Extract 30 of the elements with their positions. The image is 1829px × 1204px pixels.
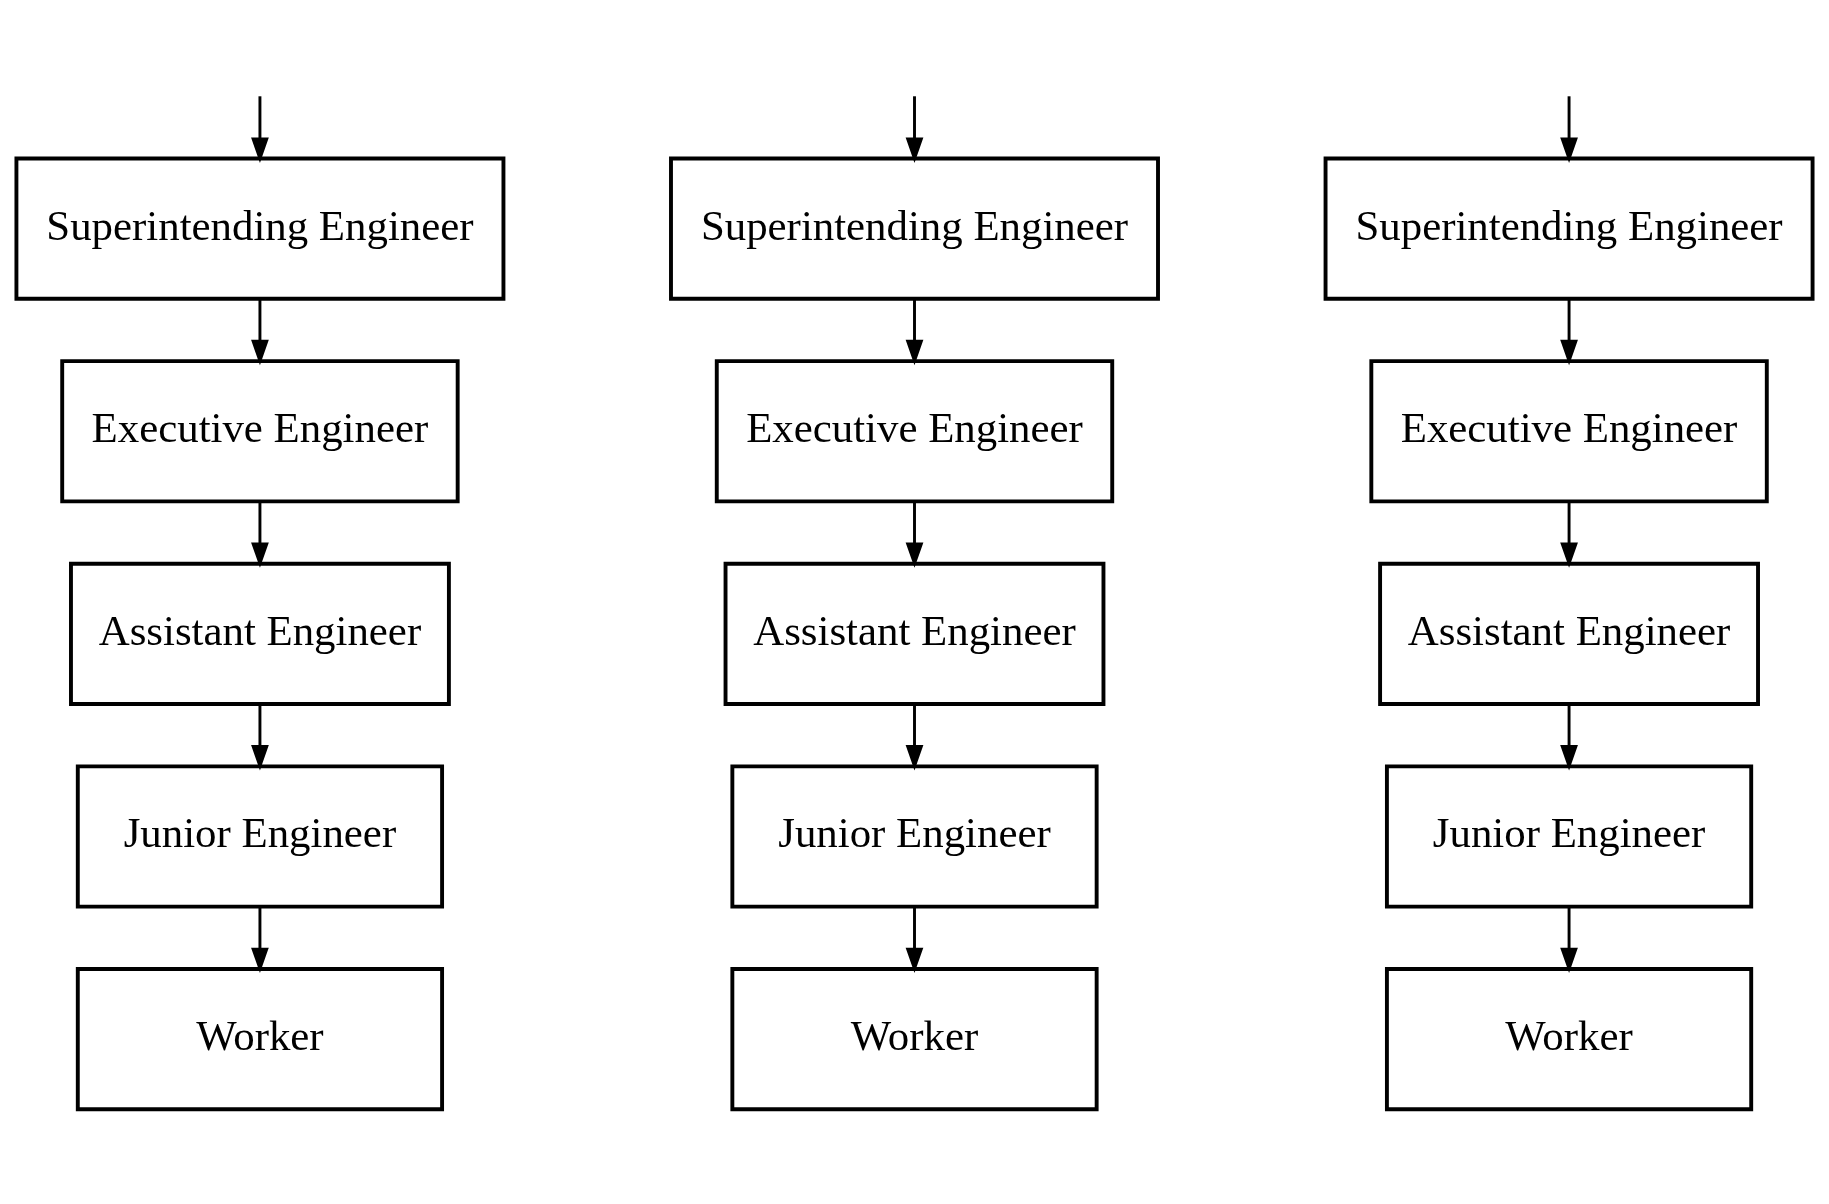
node-box: Superintending Engineer — [1323, 156, 1815, 301]
arrow — [905, 299, 924, 366]
node-box: Executive Engineer — [1369, 359, 1769, 504]
node-box: Superintending Engineer — [14, 156, 506, 301]
node-box: Executive Engineer — [714, 359, 1115, 504]
node-box: Worker — [75, 967, 445, 1112]
node-box: Superintending Engineer — [669, 156, 1160, 301]
node-box: Junior Engineer — [730, 764, 1099, 909]
arrow — [251, 704, 269, 771]
arrow — [1560, 906, 1578, 974]
node-box: Junior Engineer — [1384, 764, 1754, 909]
node-box: Assistant Engineer — [69, 561, 451, 706]
arrow — [1560, 704, 1578, 771]
arrow — [1560, 299, 1578, 366]
node-box: Worker — [1384, 967, 1754, 1112]
arrow — [905, 906, 924, 974]
node-box: Worker — [730, 967, 1099, 1112]
arrow — [251, 906, 269, 974]
arrow — [251, 299, 269, 366]
node-box: Executive Engineer — [60, 359, 460, 504]
node-box: Assistant Engineer — [1378, 561, 1760, 706]
node-box: Assistant Engineer — [723, 561, 1106, 706]
node-box: Junior Engineer — [75, 764, 445, 909]
arrow — [251, 96, 269, 163]
arrow — [905, 96, 924, 163]
arrow — [1560, 501, 1578, 568]
arrow — [905, 704, 924, 771]
arrow — [251, 501, 269, 568]
arrow — [1560, 96, 1578, 163]
arrow — [905, 501, 924, 568]
